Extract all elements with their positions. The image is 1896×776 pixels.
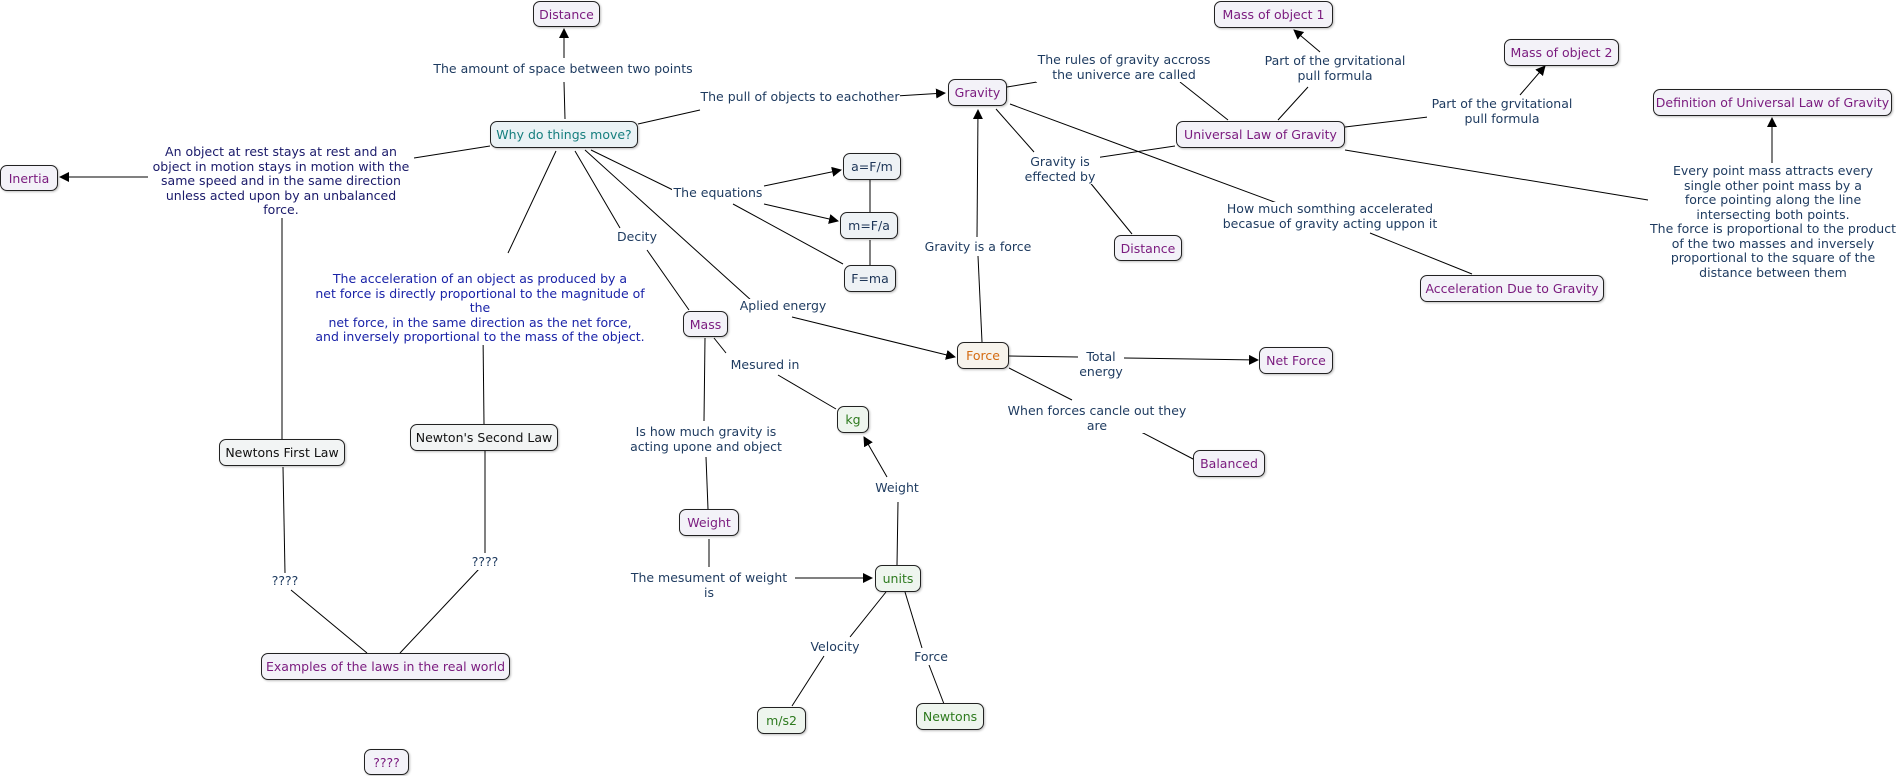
concept-newtons-first-law[interactable]: Newtons First Law (219, 439, 345, 466)
link-how-much-accelerated[interactable]: How much somthing accelerated becasue of… (1214, 201, 1446, 231)
concept-a-equals-f-over-m[interactable]: a=F/m (843, 153, 901, 180)
edge (574, 150, 621, 229)
concept-newtons[interactable]: Newtons (916, 703, 984, 730)
concept-definition-universal-law[interactable]: Definition of Universal Law of Gravity (1653, 89, 1892, 116)
link-definition-statement[interactable]: Every point mass attracts every single o… (1648, 163, 1896, 280)
edge-arrow (863, 436, 888, 478)
edge-arrow (972, 109, 983, 238)
concept-newtons-second-law[interactable]: Newton's Second Law (410, 424, 558, 451)
edge (637, 109, 701, 125)
edge (791, 655, 825, 707)
concept-mass-of-object-2[interactable]: Mass of object 2 (1504, 39, 1619, 66)
edge (563, 81, 566, 120)
link-part-of-formula-2[interactable]: Part of the grvitational pull formula (1427, 96, 1577, 126)
link-velocity[interactable]: Velocity (805, 639, 865, 655)
concept-universal-law-of-gravity[interactable]: Universal Law of Gravity (1176, 121, 1345, 148)
edge (732, 203, 844, 265)
edge (777, 374, 837, 410)
link-aplied-energy[interactable]: Aplied energy (737, 298, 829, 314)
concept-unknown[interactable]: ???? (364, 749, 409, 775)
link-unknown-first[interactable]: ???? (268, 573, 302, 589)
link-space-between-points[interactable]: The amount of space between two points (430, 61, 696, 77)
link-total-energy[interactable]: Total energy (1078, 349, 1124, 379)
edge (1277, 86, 1309, 121)
link-unknown-second[interactable]: ???? (468, 554, 502, 570)
edge (584, 149, 753, 302)
concept-m-equals-f-over-a[interactable]: m=F/a (840, 212, 898, 239)
edge (1008, 367, 1073, 401)
edge (713, 337, 727, 354)
concept-mass-of-object-1[interactable]: Mass of object 1 (1214, 1, 1333, 28)
edge (1008, 355, 1079, 358)
edge (1344, 116, 1429, 128)
edge (1006, 81, 1038, 88)
concept-mass[interactable]: Mass (683, 311, 728, 337)
concept-examples-real-world[interactable]: Examples of the laws in the real world (261, 653, 510, 680)
edge (646, 249, 690, 311)
edge (928, 664, 945, 705)
edge (904, 591, 923, 649)
concept-weight[interactable]: Weight (679, 509, 739, 536)
edge (282, 466, 286, 574)
edge (590, 149, 674, 191)
concept-m-per-s2[interactable]: m/s2 (757, 707, 806, 734)
link-gravity-is-a-force[interactable]: Gravity is a force (920, 239, 1036, 255)
link-forces-cancel[interactable]: When forces cancle out they are (996, 403, 1198, 433)
edge-arrow (791, 316, 956, 360)
link-mesument-of-weight[interactable]: The mesument of weight is (624, 570, 794, 600)
concept-gravity[interactable]: Gravity (948, 79, 1007, 106)
link-decity[interactable]: Decity (612, 229, 662, 245)
concept-inertia[interactable]: Inertia (0, 165, 58, 191)
concept-force[interactable]: Force (957, 342, 1009, 369)
edge-arrow (895, 88, 946, 99)
edge (977, 255, 983, 343)
concept-why-do-things-move[interactable]: Why do things move? (490, 121, 638, 148)
edge (290, 589, 368, 654)
edge (399, 568, 480, 654)
edge (1087, 179, 1133, 235)
edge (507, 150, 557, 254)
edge (413, 145, 491, 159)
edge (703, 337, 706, 422)
concept-f-equals-ma[interactable]: F=ma (844, 265, 896, 292)
concept-distance-top[interactable]: Distance (533, 1, 600, 27)
edge (849, 591, 887, 638)
link-gravity-effected-by[interactable]: Gravity is effected by (1020, 154, 1100, 184)
link-force[interactable]: Force (910, 649, 952, 665)
link-pull-of-objects[interactable]: The pull of objects to eachother (700, 89, 900, 105)
link-first-law-statement[interactable]: An object at rest stays at rest and an o… (148, 144, 414, 218)
link-mesured-in[interactable]: Mesured in (726, 357, 804, 373)
link-the-equations[interactable]: The equations (672, 185, 764, 201)
link-how-much-gravity[interactable]: Is how much gravity is acting upone and … (628, 424, 784, 454)
edge-arrow (1123, 354, 1259, 365)
link-part-of-formula-1[interactable]: Part of the grvitational pull formula (1260, 53, 1410, 83)
concept-units[interactable]: units (875, 565, 921, 592)
concept-kg[interactable]: kg (837, 406, 869, 433)
edge (705, 456, 709, 510)
edge-arrow (1293, 29, 1321, 53)
edge-arrow (763, 166, 842, 187)
edge (1344, 149, 1649, 201)
edge (896, 501, 899, 566)
concept-balanced[interactable]: Balanced (1193, 450, 1265, 477)
edge (1179, 81, 1229, 121)
edge (1009, 103, 1278, 204)
link-second-law-statement[interactable]: The acceleration of an object as produce… (305, 271, 655, 345)
link-weight[interactable]: Weight (872, 480, 922, 496)
edge (482, 332, 485, 425)
concept-distance-mid[interactable]: Distance (1114, 235, 1182, 261)
concept-acceleration-due-to-gravity[interactable]: Acceleration Due to Gravity (1420, 275, 1604, 302)
link-rules-of-gravity[interactable]: The rules of gravity accross the univerc… (1036, 52, 1212, 82)
edge-arrow (763, 203, 839, 224)
edge (995, 108, 1035, 153)
edge-arrow (1519, 65, 1546, 96)
edge (1369, 232, 1473, 275)
concept-net-force[interactable]: Net Force (1259, 347, 1333, 374)
